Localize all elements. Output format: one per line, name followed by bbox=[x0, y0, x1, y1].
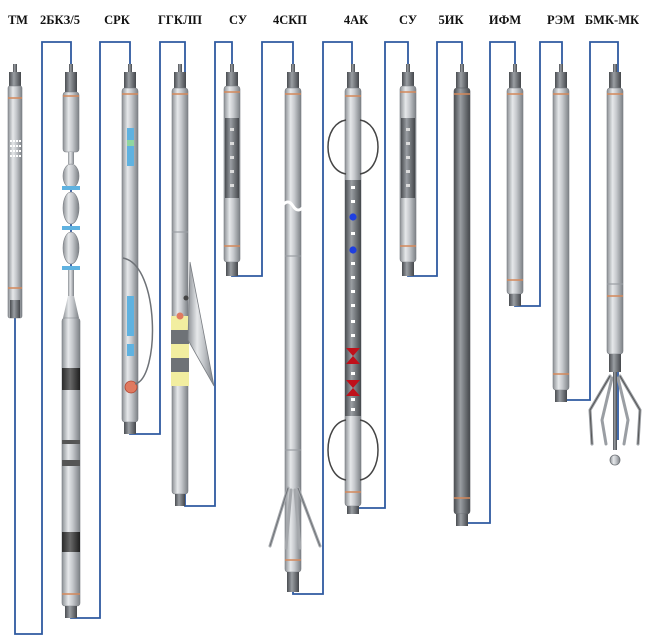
tool-4ak bbox=[327, 64, 379, 514]
tool-label-4skp: 4СКП bbox=[273, 13, 307, 27]
tool-label-bmk-mk: БМК-МК bbox=[585, 13, 639, 27]
tool-label-tm: ТМ bbox=[8, 13, 28, 27]
tool-label-su-2: СУ bbox=[399, 13, 417, 27]
tool-2bkz5 bbox=[61, 64, 81, 618]
tool-label-ggklp: ГГКЛП bbox=[158, 13, 202, 27]
tool-label-5ik: 5ИК bbox=[438, 13, 463, 27]
tool-su-1 bbox=[223, 64, 241, 276]
tool-label-ifm: ИФМ bbox=[489, 13, 521, 27]
tool-label-srk: СРК bbox=[104, 13, 130, 27]
tool-label-4ak: 4АК bbox=[344, 13, 368, 27]
tool-ifm bbox=[506, 64, 524, 306]
tool-5ik bbox=[453, 64, 471, 526]
tool-tm bbox=[7, 64, 23, 319]
tool-label-2bkz5: 2БКЗ/5 bbox=[40, 13, 80, 27]
tool-su-2 bbox=[399, 64, 417, 276]
tool-4skp bbox=[268, 64, 322, 592]
tool-ggklp bbox=[171, 64, 215, 506]
tool-bmk-mk bbox=[588, 64, 642, 466]
tool-label-rem: РЭМ bbox=[547, 13, 575, 27]
connection-wire bbox=[14, 41, 619, 635]
tool-label-su-1: СУ bbox=[229, 13, 247, 27]
tool-srk bbox=[121, 64, 154, 434]
tool-rem bbox=[552, 64, 570, 402]
